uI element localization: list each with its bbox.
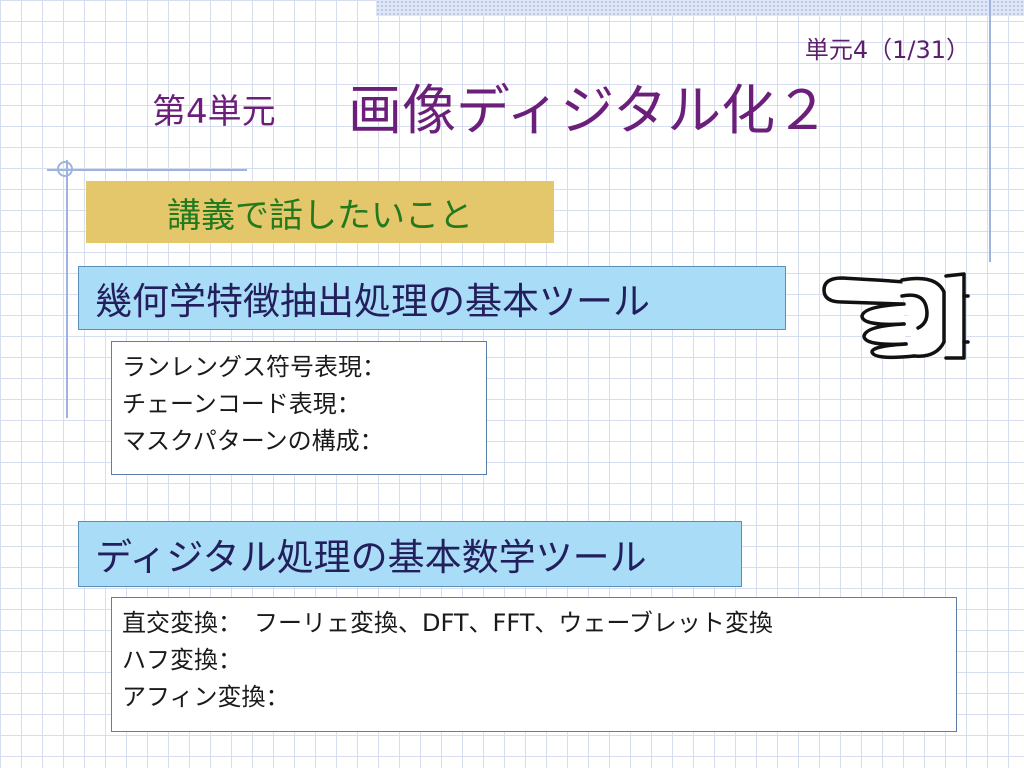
list-item: ランレングス符号表現： [122,353,386,381]
lecture-label-box: 講義で話したいこと [86,181,554,243]
lecture-label-text: 講義で話したいこと [167,195,473,236]
left-decorative-line [66,160,68,418]
slide-title: 画像ディジタル化２ [348,79,830,142]
right-decorative-line [989,0,991,262]
math-tools-list: 直交変換： フーリェ変換、DFT、FFT、ウェーブレット変換 ハフ変換： アフィ… [111,597,957,732]
top-decorative-band [376,0,1024,16]
pointing-hand-icon [822,272,970,360]
geometric-tools-list: ランレングス符号表現： チェーンコード表現： マスクパターンの構成： [111,341,487,475]
list-item: マスクパターンの構成： [122,427,384,455]
horizontal-decorative-line [47,169,247,171]
section-header-text: 幾何学特徴抽出処理の基本ツール [95,280,650,323]
unit-label: 第4単元 [152,92,276,132]
section-header-math-tools: ディジタル処理の基本数学ツール [78,521,742,587]
list-item: ハフ変換： [122,646,242,674]
decorative-circle-icon [57,161,73,177]
page-number: 単元4（1/31） [804,36,970,64]
list-item: アフィン変換： [122,683,290,711]
section-header-text: ディジタル処理の基本数学ツール [95,536,647,579]
list-item: チェーンコード表現： [122,390,361,418]
section-header-geometric-tools: 幾何学特徴抽出処理の基本ツール [78,266,786,330]
list-item: 直交変換： フーリェ変換、DFT、FFT、ウェーブレット変換 [122,609,773,637]
